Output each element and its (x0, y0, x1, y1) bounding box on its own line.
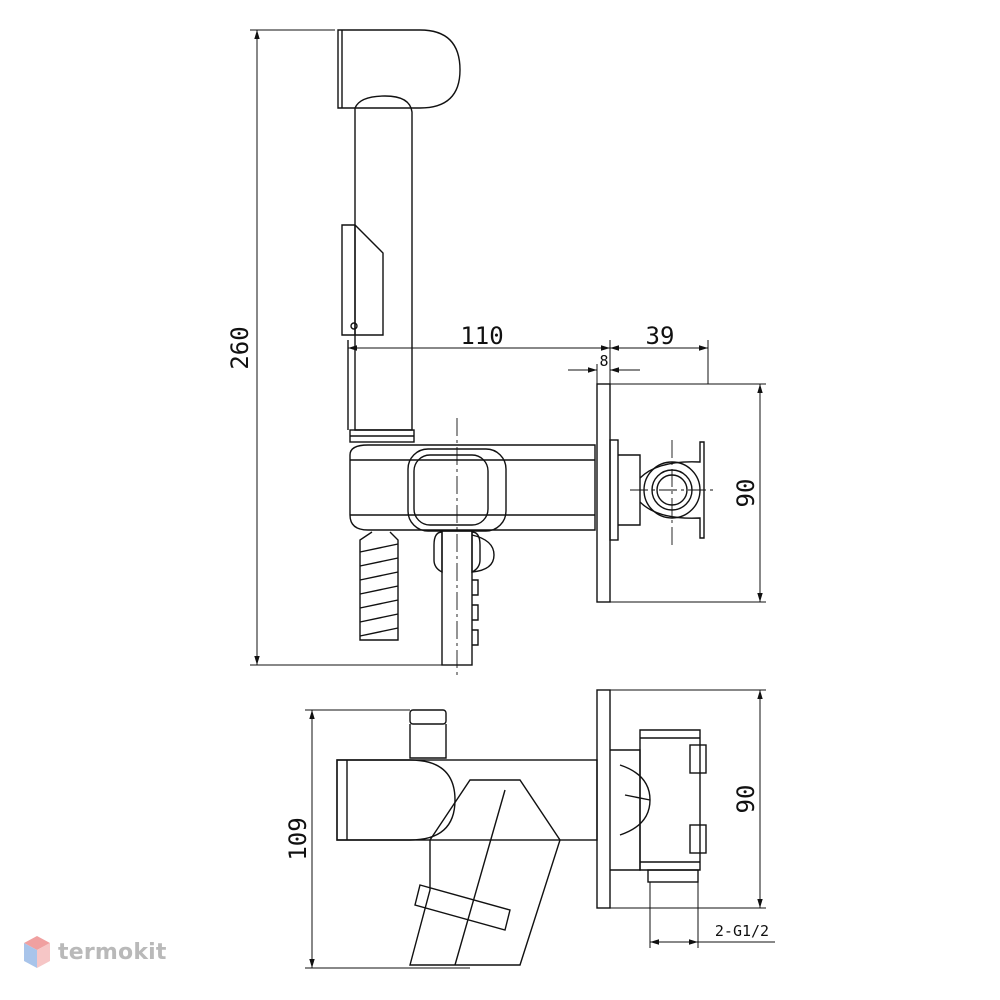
wall-plate-top (596, 689, 611, 909)
dim-connection-thread: 2-G1/2 (715, 922, 769, 940)
center-lines (456, 418, 715, 678)
lever-dot (350, 322, 358, 330)
hexagon-logo-icon (24, 936, 50, 968)
mixer-body (349, 444, 596, 531)
dim-total-height: 260 (226, 326, 254, 369)
watermark-text: termokit (58, 939, 167, 965)
wall-plate-front (596, 383, 611, 603)
hose (359, 531, 399, 641)
dim-plate-height-top: 90 (732, 785, 760, 814)
shower-handle (354, 95, 413, 431)
dim-plate-thickness: 8 (599, 352, 608, 370)
dim-plate-height-front: 90 (732, 479, 760, 508)
top-cap (409, 709, 447, 725)
watermark: termokit (22, 934, 167, 970)
dim-projection: 110 (460, 322, 503, 350)
dim-overall-depth: 109 (284, 817, 312, 860)
dimension-lines (250, 29, 775, 969)
shower-head (337, 29, 461, 109)
spout-head (336, 759, 456, 841)
dimension-labels: 260 110 39 8 90 90 109 2-G1/2 (226, 322, 769, 940)
trigger-lever (341, 224, 384, 336)
top-view (336, 689, 707, 966)
angled-outlet (409, 779, 561, 966)
dim-wall-plate-depth: 39 (646, 322, 675, 350)
spout-body (336, 759, 598, 841)
